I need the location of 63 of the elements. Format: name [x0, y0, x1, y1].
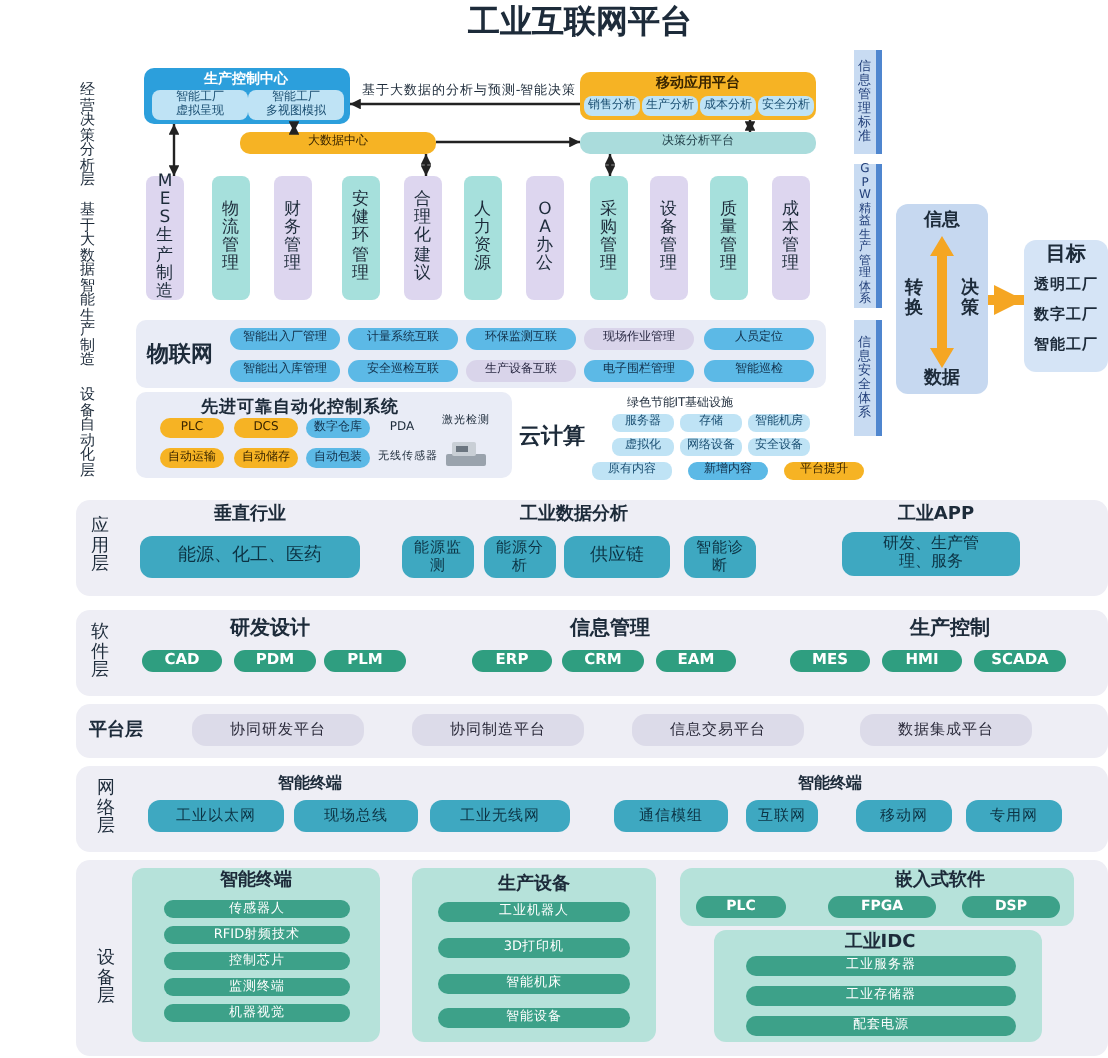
arrow — [420, 154, 432, 176]
page-title: 工业互联网平台 — [468, 6, 692, 38]
heading-text: 物联网 — [147, 343, 213, 365]
function-pill: 研发、生产管理、服务 — [842, 532, 1020, 576]
heading-text: 信息 — [924, 213, 960, 231]
function-pill: 能源、化工、医药 — [140, 536, 360, 578]
arrow — [604, 154, 616, 176]
info-box — [896, 204, 988, 394]
module-column: MES生产制造 — [146, 176, 184, 300]
module-column: 合理化建议 — [404, 176, 442, 300]
module-column: 安健环管理 — [342, 176, 380, 300]
body-text: 智能终端 — [278, 776, 342, 792]
body-text: 生产控制 — [910, 620, 990, 640]
layer-panel — [76, 860, 1108, 1056]
group-panel — [132, 868, 380, 1042]
heading-text: 平台层 — [89, 723, 143, 741]
module-column: 质量管理 — [710, 176, 748, 300]
body-text: 垂直行业 — [214, 507, 286, 525]
group-panel — [680, 868, 1074, 926]
heading-text: 应用层 — [91, 518, 109, 578]
arrow — [744, 120, 756, 132]
module-column: 设备管理 — [650, 176, 688, 300]
body-text: 工业数据分析 — [520, 507, 628, 525]
side-label: 云计算 — [519, 425, 585, 447]
heading-text: 智能终端 — [220, 873, 292, 891]
body-text: 智能终端 — [798, 776, 862, 792]
body-text: 决策 — [961, 280, 979, 320]
layer-panel — [76, 704, 1108, 758]
module-column: 采购管理 — [590, 176, 628, 300]
layer-panel — [76, 766, 1108, 852]
heading-text: 设备层 — [97, 950, 115, 1010]
heading-text: 先进可靠自动化控制系统 — [201, 399, 399, 417]
heading-text: 网络层 — [97, 780, 115, 840]
body-text: 信息管理 — [570, 620, 650, 640]
layer-panel — [76, 610, 1108, 696]
arrow — [988, 285, 1024, 315]
module-column: 物流管理 — [212, 176, 250, 300]
group-panel — [714, 930, 1042, 1042]
function-pill: 供应链 — [564, 536, 670, 578]
arrow — [350, 98, 580, 110]
layer-panel — [76, 500, 1108, 596]
module-column: OA办公 — [526, 176, 564, 300]
body-text: 转换 — [905, 280, 923, 320]
group-panel — [412, 868, 656, 1042]
body-text: 研发设计 — [230, 620, 310, 640]
heading-text: 软件层 — [91, 624, 109, 684]
module-column: 人力资源 — [464, 176, 502, 300]
body-text: 数据 — [924, 371, 960, 389]
iot-panel — [136, 320, 826, 388]
platform-box — [580, 72, 816, 120]
heading-text: 工业IDC — [844, 935, 916, 953]
heading-text: 嵌入式软件 — [895, 873, 985, 891]
body-text: 工业APP — [897, 507, 975, 525]
arrow — [288, 121, 300, 135]
module-column: 成本管理 — [772, 176, 810, 300]
goal-box — [1024, 240, 1108, 372]
heading-text: 生产设备 — [498, 877, 570, 895]
heading-text: 目标 — [1046, 246, 1086, 266]
arrow — [168, 124, 180, 176]
module-column: 财务管理 — [274, 176, 312, 300]
control-panel — [136, 392, 512, 478]
control-center-box — [144, 68, 350, 124]
arrow — [436, 136, 580, 148]
